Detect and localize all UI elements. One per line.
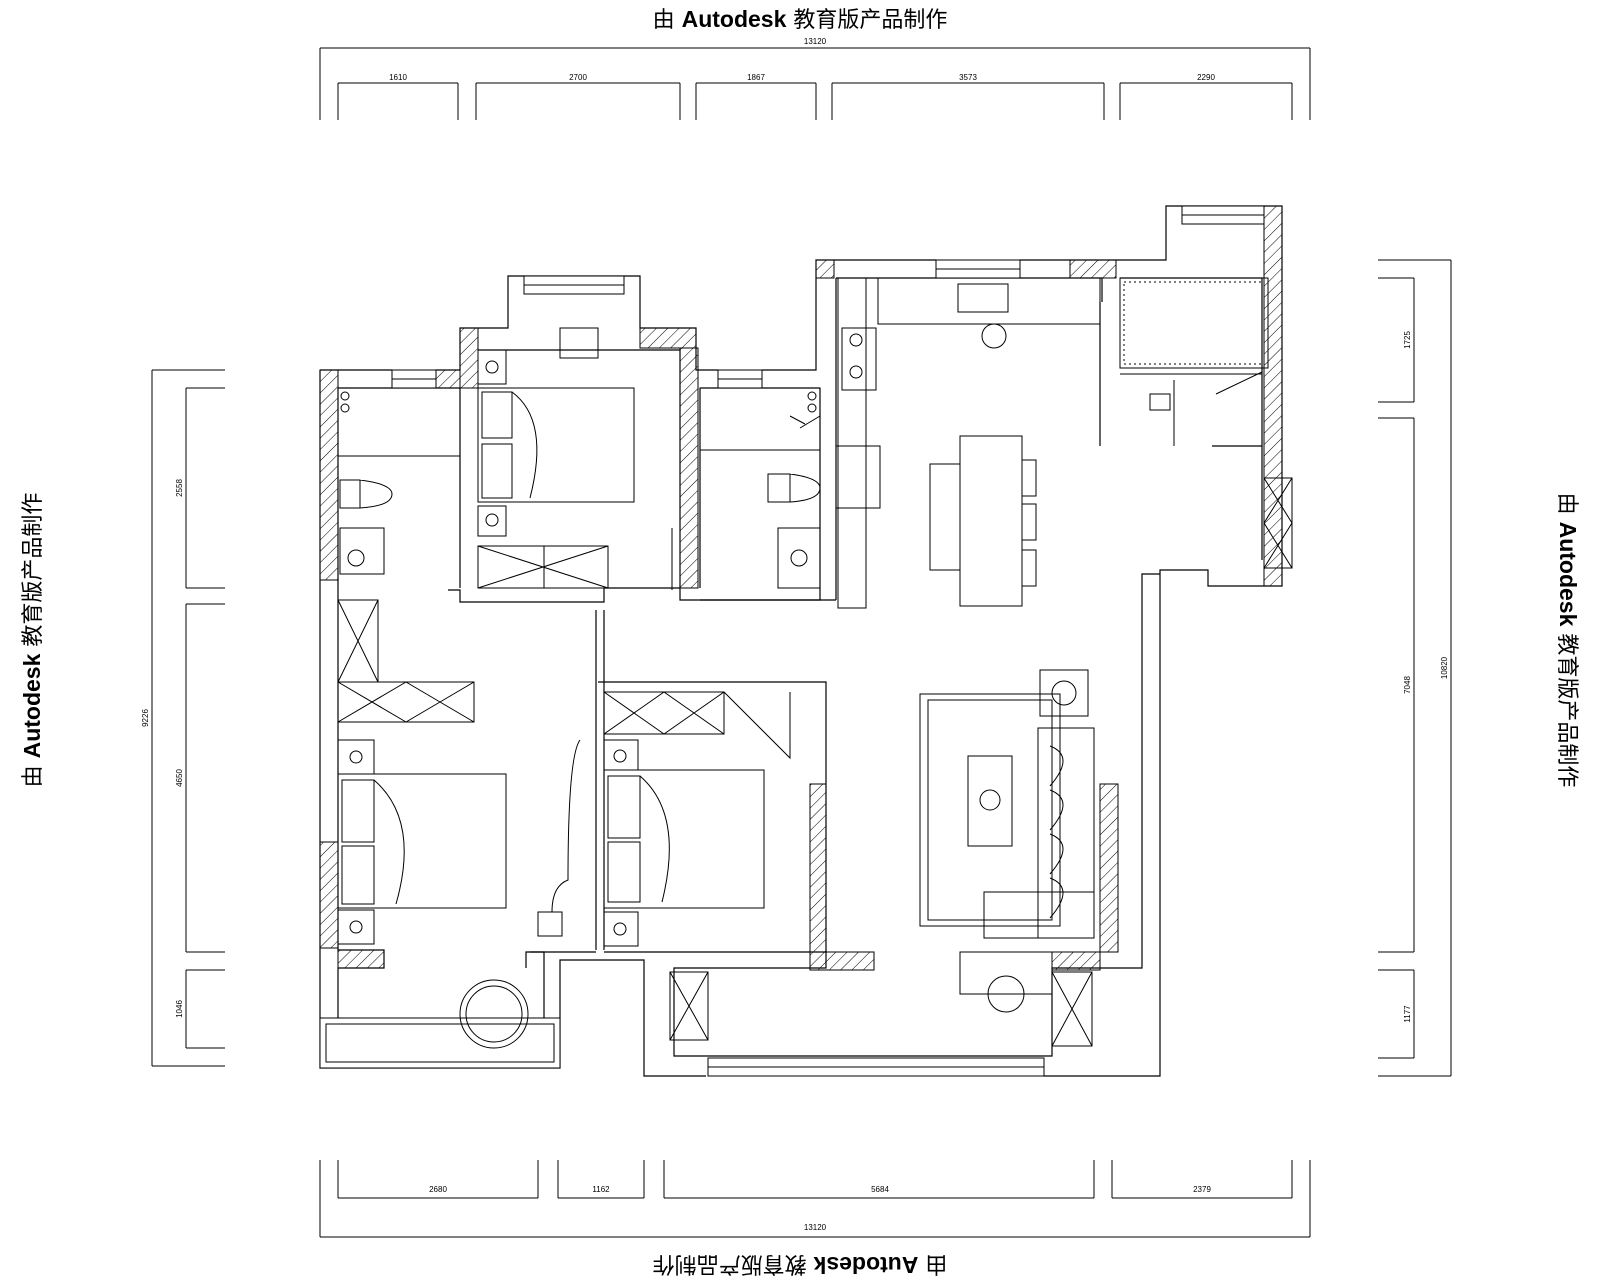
watermark-suffix: 教育版产品制作 <box>793 8 948 33</box>
dim-left-1: 2558 <box>175 479 184 497</box>
watermark-top: 由 Autodesk 教育版产品制作 <box>0 2 1600 34</box>
dim-top-total: 13120 <box>804 37 827 46</box>
watermark-prefix: 由 <box>652 8 675 33</box>
dim-top-5: 2290 <box>1197 73 1215 82</box>
dimension-right <box>1378 259 1452 1077</box>
dimension-bottom <box>319 1160 1311 1238</box>
dim-bottom-2: 1162 <box>592 1185 610 1194</box>
dim-top-2: 2700 <box>569 73 587 82</box>
dim-right-2: 7048 <box>1403 676 1412 694</box>
windows <box>319 205 1265 1077</box>
wall-hatching <box>319 205 1283 971</box>
dim-left-3: 1046 <box>175 1000 184 1018</box>
dim-bottom-4: 2379 <box>1193 1185 1211 1194</box>
dim-left-total: 9226 <box>141 709 150 727</box>
dim-bottom-3: 5684 <box>871 1185 889 1194</box>
furniture <box>337 277 1293 1049</box>
dimension-left <box>151 369 225 1067</box>
dim-right-1: 1725 <box>1403 331 1412 349</box>
watermark-brand: Autodesk <box>681 6 787 32</box>
dim-top-3: 1867 <box>747 73 765 82</box>
dimension-top <box>319 47 1311 120</box>
dim-right-total: 10820 <box>1440 656 1449 679</box>
dim-bottom-1: 2680 <box>429 1185 447 1194</box>
dim-bottom-total: 13120 <box>804 1223 827 1232</box>
dim-right-3: 1177 <box>1403 1005 1412 1023</box>
dim-top-4: 3573 <box>959 73 977 82</box>
dim-left-2: 4650 <box>175 769 184 787</box>
dim-top-1: 1610 <box>389 73 407 82</box>
